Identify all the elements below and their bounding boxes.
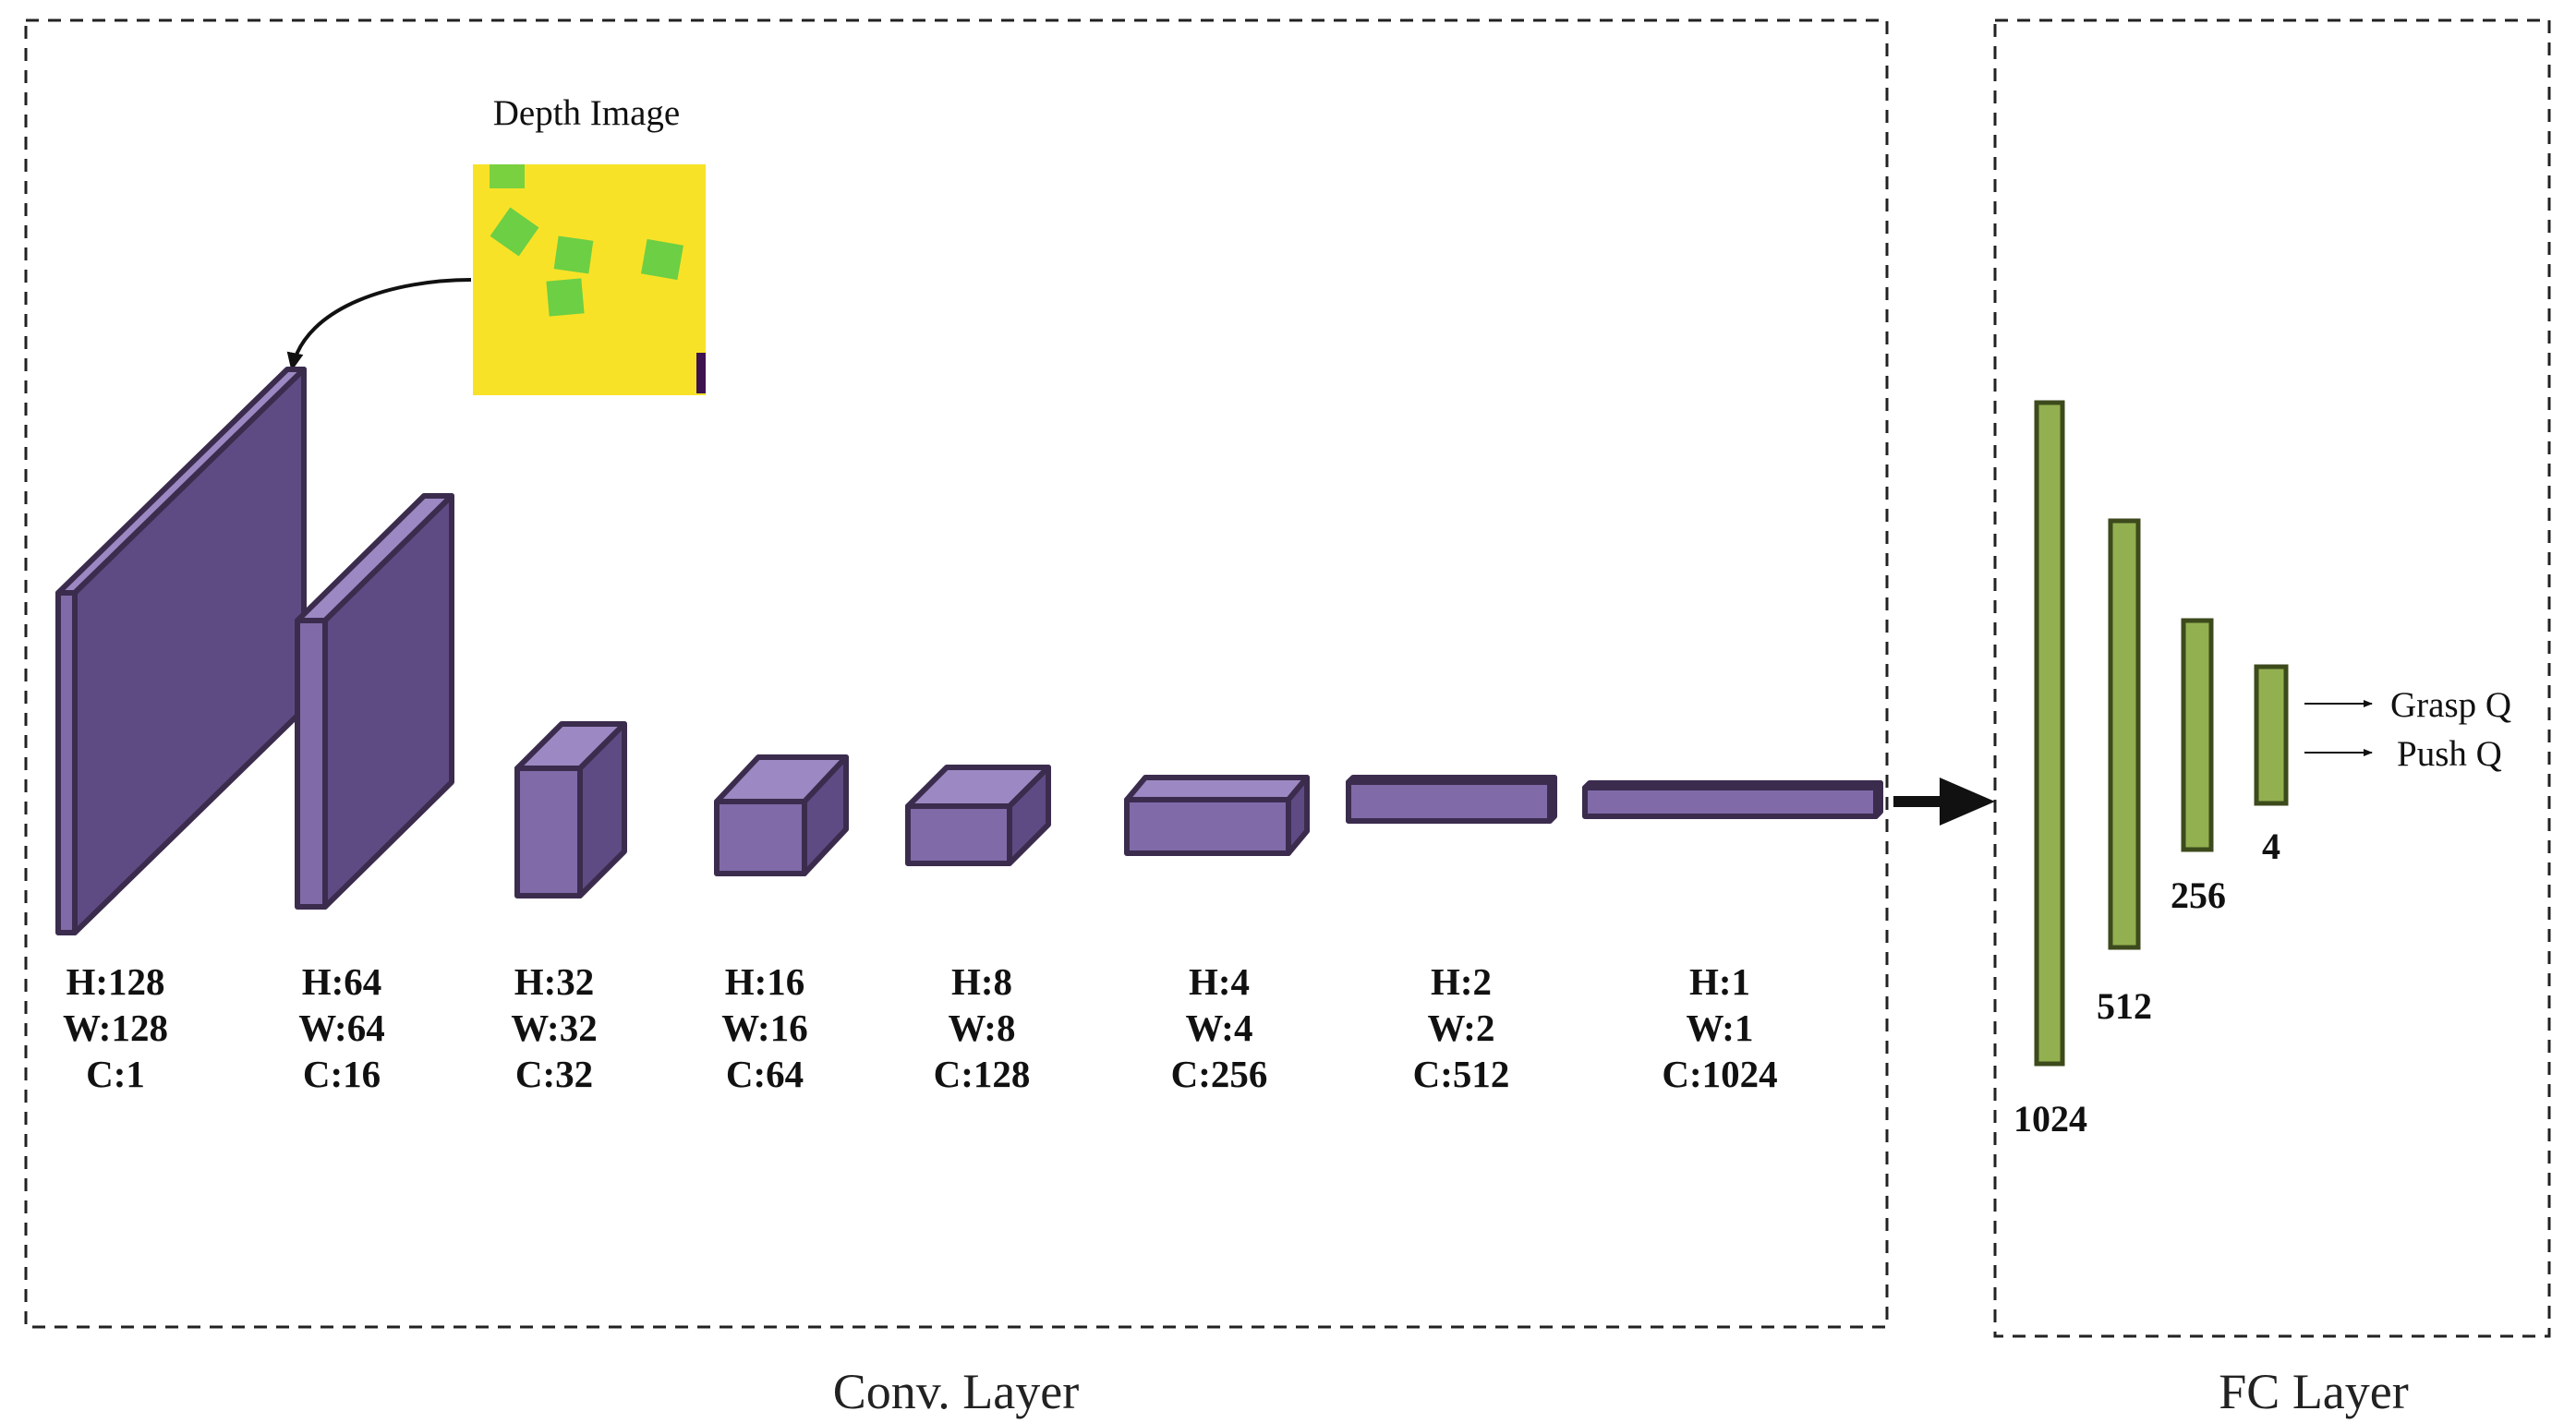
conv-layer-label-7: H:2W:2C:512 bbox=[1413, 960, 1510, 1095]
conv-layer-1-front-face bbox=[55, 590, 78, 935]
conv-label-w: W:32 bbox=[511, 1007, 597, 1049]
conv-layer-8 bbox=[1582, 780, 1883, 819]
conv-layer-7-front-face bbox=[1346, 779, 1553, 824]
conv-layer-2-front-face bbox=[295, 618, 328, 910]
conv-layer-caption: Conv. Layer bbox=[833, 1364, 1079, 1419]
conv-label-h: H:32 bbox=[514, 960, 595, 1003]
fc-layer-section-border bbox=[1993, 18, 2551, 1338]
conv-layer-section-border bbox=[24, 18, 1889, 1329]
depth-image-label: Depth Image bbox=[493, 93, 681, 133]
conv-label-h: H:64 bbox=[302, 960, 382, 1003]
conv-layers bbox=[55, 367, 1883, 935]
depth-object-block bbox=[490, 164, 525, 188]
conv-label-c: C:1 bbox=[86, 1053, 145, 1095]
depth-image-edge-marker bbox=[696, 353, 706, 393]
conv-label-c: C:32 bbox=[515, 1053, 593, 1095]
depth-object-block bbox=[546, 278, 585, 317]
conv-layer-2 bbox=[295, 493, 454, 910]
conv-layer-5 bbox=[905, 765, 1051, 866]
conv-label-h: H:16 bbox=[725, 960, 805, 1003]
conv-layer-1-side-face bbox=[72, 367, 307, 935]
conv-label-c: C:128 bbox=[934, 1053, 1031, 1095]
conv-layer-1 bbox=[55, 367, 307, 935]
depth-image-background bbox=[473, 164, 706, 395]
conv-label-w: W:16 bbox=[721, 1007, 807, 1049]
conv-to-fc-arrow bbox=[1893, 778, 1995, 826]
conv-layer-4 bbox=[714, 754, 849, 876]
conv-label-c: C:64 bbox=[726, 1053, 804, 1095]
depth-object-block bbox=[641, 238, 683, 281]
conv-label-w: W:4 bbox=[1186, 1007, 1253, 1049]
fc-layer-size-label: 256 bbox=[2171, 874, 2226, 916]
conv-layer-7 bbox=[1346, 775, 1557, 824]
fc-layer-size-label: 4 bbox=[2262, 826, 2280, 867]
conv-layer-label-4: H:16W:16C:64 bbox=[721, 960, 807, 1095]
conv-layer-3 bbox=[514, 721, 627, 898]
conv-label-w: W:2 bbox=[1428, 1007, 1495, 1049]
fc-layer-caption: FC Layer bbox=[2219, 1364, 2408, 1419]
conv-layer-5-front-face bbox=[905, 803, 1012, 866]
conv-layer-8-front-face bbox=[1582, 785, 1879, 819]
conv-label-w: W:8 bbox=[949, 1007, 1016, 1049]
conv-label-c: C:256 bbox=[1171, 1053, 1268, 1095]
conv-layer-label-5: H:8W:8C:128 bbox=[934, 960, 1031, 1095]
fc-layers bbox=[2034, 400, 2289, 1067]
conv-label-h: H:2 bbox=[1431, 960, 1492, 1003]
output-arrows: Grasp Q Push Q bbox=[2304, 685, 2511, 774]
depth-image: Depth Image bbox=[473, 93, 706, 395]
conv-label-c: C:512 bbox=[1413, 1053, 1510, 1095]
conv-label-h: H:4 bbox=[1189, 960, 1250, 1003]
conv-layer-6-front-face bbox=[1124, 797, 1291, 856]
grasp-q-label: Grasp Q bbox=[2390, 685, 2511, 725]
fc-layer-size-label: 512 bbox=[2097, 985, 2152, 1027]
fc-layer-size-label: 1024 bbox=[2014, 1098, 2087, 1140]
conv-layer-label-8: H:1W:1C:1024 bbox=[1662, 960, 1777, 1095]
conv-label-w: W:128 bbox=[63, 1007, 168, 1049]
conv-layer-label-6: H:4W:4C:256 bbox=[1171, 960, 1268, 1095]
fc-layer-bar-3 bbox=[2181, 618, 2214, 852]
push-q-label: Push Q bbox=[2397, 734, 2502, 774]
conv-layer-label-3: H:32W:32C:32 bbox=[511, 960, 597, 1095]
fc-layer-labels: 1024 512 256 4 bbox=[2014, 826, 2280, 1140]
conv-label-h: H:128 bbox=[66, 960, 164, 1003]
depth-object-block bbox=[490, 207, 539, 257]
conv-layer-6 bbox=[1124, 775, 1310, 856]
conv-label-c: C:16 bbox=[303, 1053, 381, 1095]
conv-label-w: W:64 bbox=[298, 1007, 384, 1049]
fc-layer-bar-2 bbox=[2108, 518, 2141, 950]
conv-layer-3-front-face bbox=[514, 766, 583, 898]
input-curve-arrow bbox=[286, 278, 472, 371]
conv-label-c: C:1024 bbox=[1662, 1053, 1777, 1095]
conv-label-h: H:8 bbox=[951, 960, 1012, 1003]
depth-object-block bbox=[553, 235, 594, 274]
conv-layer-6-top-face bbox=[1124, 775, 1310, 802]
fc-layer-bar-4 bbox=[2254, 664, 2289, 806]
conv-layer-label-2: H:64W:64C:16 bbox=[298, 960, 384, 1095]
conv-label-h: H:1 bbox=[1689, 960, 1750, 1003]
conv-layer-2-side-face bbox=[322, 493, 454, 910]
fc-layer-bar-1 bbox=[2034, 400, 2065, 1067]
conv-layer-4-front-face bbox=[714, 799, 807, 876]
conv-label-w: W:1 bbox=[1687, 1007, 1754, 1049]
